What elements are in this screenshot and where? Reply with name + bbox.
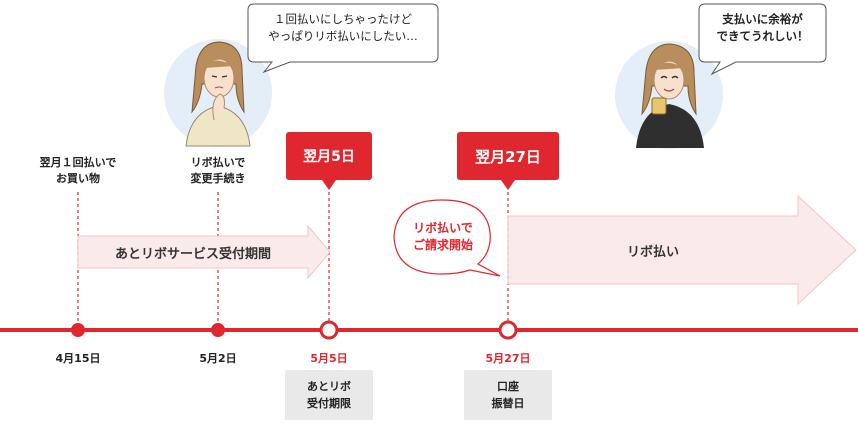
billing-start-bubble bbox=[393, 199, 501, 277]
date-may5: 5月5日 bbox=[310, 352, 348, 365]
badge-next-month-27th: 翌月27日 bbox=[457, 132, 559, 180]
date-may2: 5月2日 bbox=[199, 352, 237, 365]
marker-may2 bbox=[211, 323, 225, 337]
worried-woman-illustration bbox=[185, 41, 251, 147]
marker-may5 bbox=[319, 320, 339, 340]
debit-date-box: 口座 振替日 bbox=[464, 370, 552, 420]
badge-tail-27 bbox=[501, 180, 515, 190]
deadline-box: あとリボ 受付期限 bbox=[285, 370, 373, 420]
badge-tail-5 bbox=[322, 180, 336, 190]
happy-thought-bubble bbox=[698, 3, 827, 76]
service-period-arrow bbox=[77, 224, 331, 280]
billing-start-text: リボ払いで ご請求開始 bbox=[412, 221, 473, 253]
milestone-change-label: リボ払いで 変更手続き bbox=[190, 156, 246, 185]
revolving-arrow bbox=[507, 194, 857, 306]
happy-thought-text: 支払いに余裕が できてうれしい！ bbox=[716, 12, 809, 44]
worried-thought-text: １回払いにしちゃったけど やっぱりリボ払いにしたい… bbox=[268, 12, 418, 44]
service-period-text: あとリボサービス受付期間 bbox=[114, 247, 271, 262]
marker-may27 bbox=[498, 320, 518, 340]
date-apr15: 4月15日 bbox=[55, 352, 101, 365]
happy-woman-illustration bbox=[636, 43, 704, 148]
revolving-text: リボ払い bbox=[626, 245, 679, 260]
worried-thought-bubble bbox=[247, 3, 439, 74]
marker-apr15 bbox=[71, 323, 85, 337]
milestone-purchase-label: 翌月１回払いで お買い物 bbox=[39, 156, 117, 185]
badge-next-month-5th: 翌月5日 bbox=[286, 132, 372, 180]
date-may27: 5月27日 bbox=[485, 352, 531, 365]
